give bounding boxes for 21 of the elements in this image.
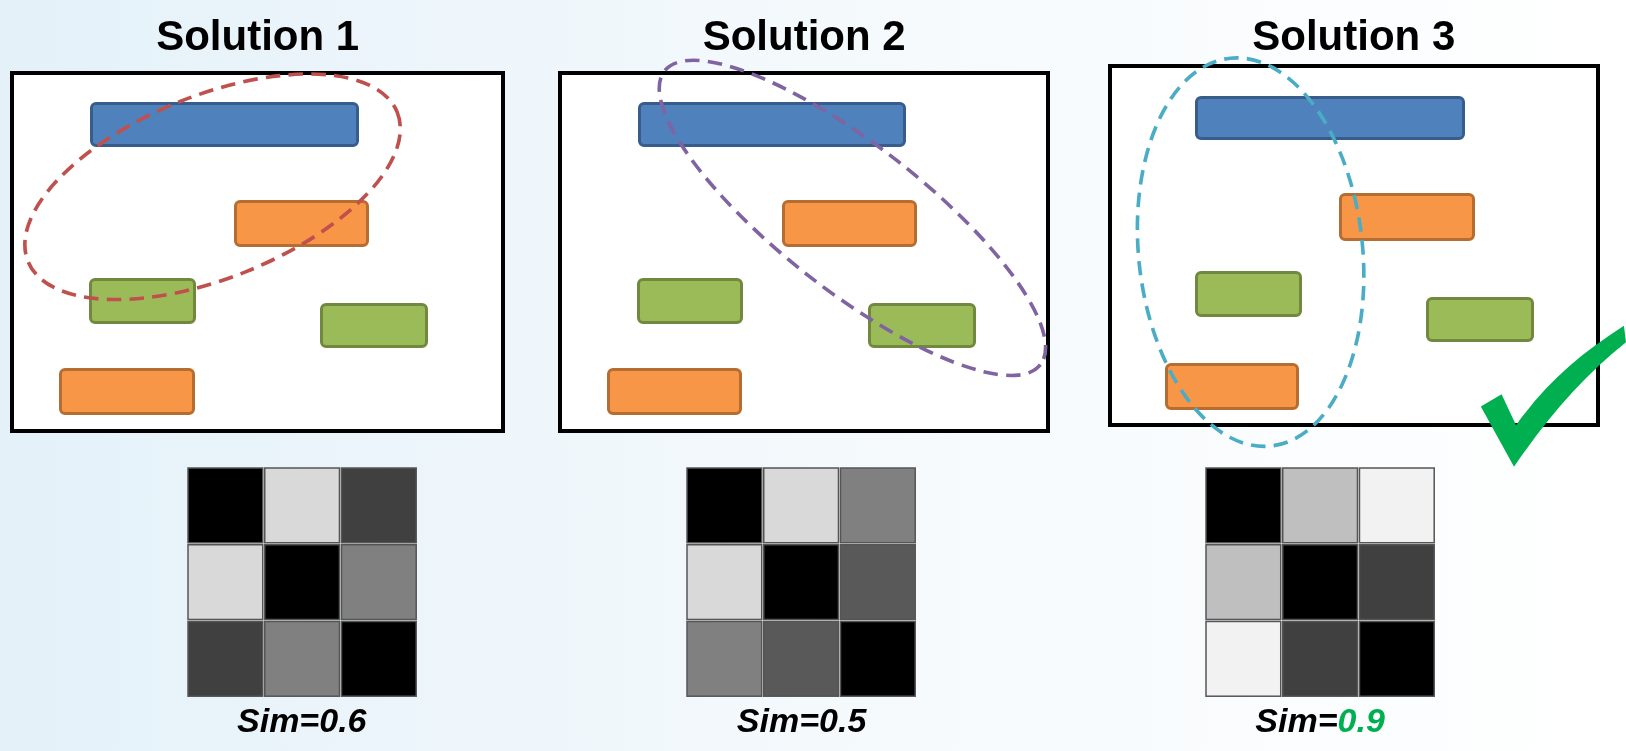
rounded-bar xyxy=(867,302,976,349)
rounded-bar xyxy=(1425,296,1534,343)
rounded-bar xyxy=(1194,96,1466,140)
rounded-bar xyxy=(636,277,744,324)
similarity-score: Sim=0.9 xyxy=(1255,701,1385,740)
rounded-bar xyxy=(781,200,917,247)
rounded-bar xyxy=(59,368,195,415)
rounded-bar xyxy=(1338,192,1475,241)
similarity-score: Sim=0.6 xyxy=(237,701,367,740)
rounded-bar xyxy=(1164,362,1300,410)
panel-title: Solution 3 xyxy=(1251,12,1457,61)
rounded-bar xyxy=(637,101,907,148)
panel-title: Solution 2 xyxy=(701,12,907,61)
rounded-bar xyxy=(1194,270,1303,318)
rounded-bar xyxy=(90,101,359,148)
similarity-score: Sim=0.5 xyxy=(736,701,867,740)
rounded-bar xyxy=(89,277,196,324)
rounded-bar xyxy=(320,302,429,349)
rounded-bar xyxy=(606,368,743,415)
panel-title: Solution 1 xyxy=(155,12,361,61)
rounded-bar xyxy=(234,200,370,247)
